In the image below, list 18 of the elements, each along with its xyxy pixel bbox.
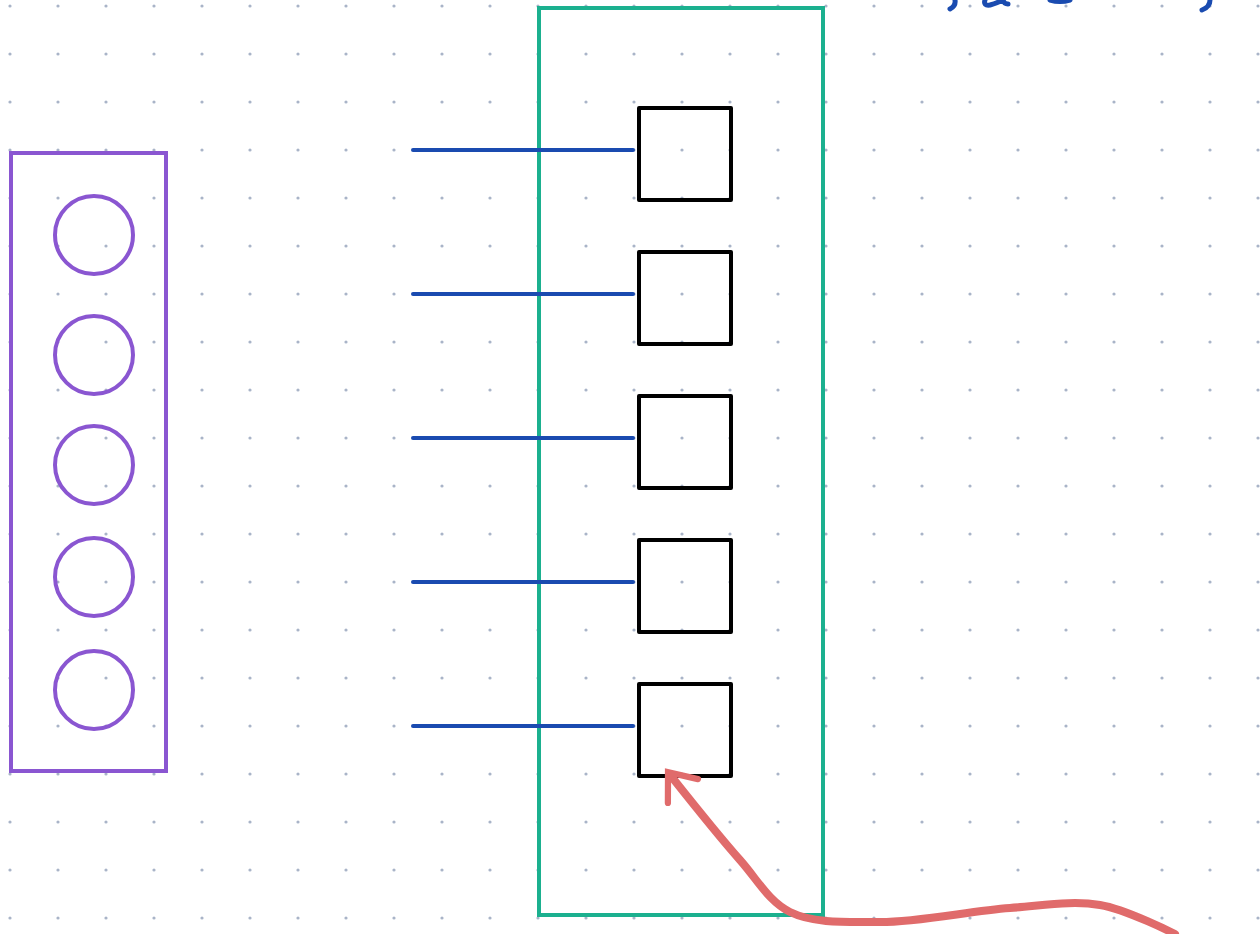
connector-line (411, 292, 635, 296)
circle-shape (53, 424, 135, 506)
circle-shape (53, 536, 135, 618)
connector-line (411, 580, 635, 584)
circle-shape (53, 194, 135, 276)
square-box (637, 538, 733, 634)
square-box (637, 682, 733, 778)
circle-shape (53, 649, 135, 731)
container-box (9, 151, 168, 773)
container-box (537, 6, 825, 917)
connector-line (411, 148, 635, 152)
curved-arrow (664, 769, 1179, 934)
square-box (637, 250, 733, 346)
square-box (637, 394, 733, 490)
connector-line (411, 436, 635, 440)
circle-shape (53, 314, 135, 396)
square-box (637, 106, 733, 202)
connector-line (411, 724, 635, 728)
